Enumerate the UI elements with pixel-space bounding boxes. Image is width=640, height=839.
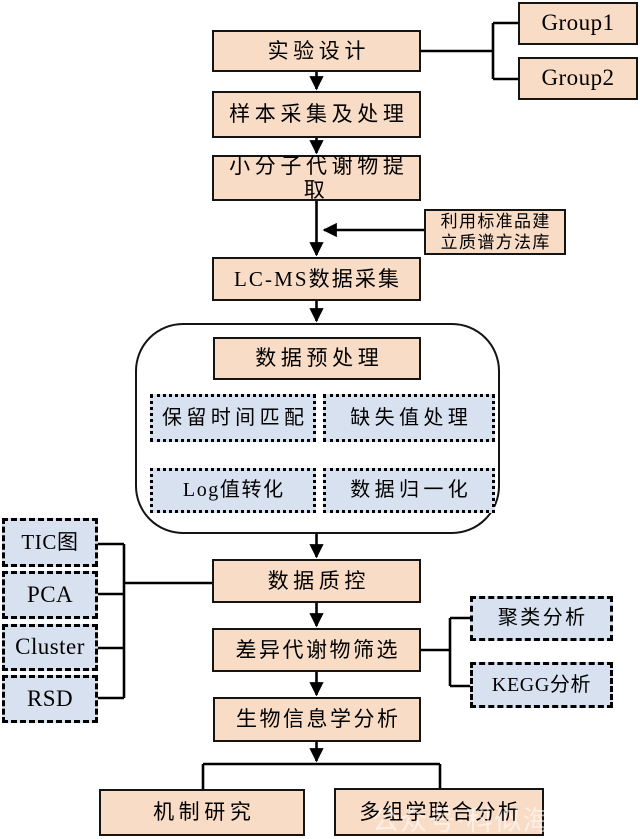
node-data-preprocessing: 数据预处理 [213,337,421,380]
node-metabolite-extraction: 小分子代谢物提取 [212,154,421,202]
node-standards-note: 利用标准品建 立质谱方法库 [424,209,566,255]
standards-note-line1: 利用标准品建 [440,211,551,231]
node-cluster-analysis: 聚类分析 [470,596,613,641]
analysis-bracket-lines [421,616,470,688]
node-group1: Group1 [518,2,638,45]
node-log-transform: Log值转化 [150,468,316,513]
node-normalization: 数据归一化 [323,468,495,513]
node-missing-values: 缺失值处理 [323,394,495,442]
node-rt-matching: 保留时间匹配 [150,394,316,442]
node-group2: Group2 [518,57,638,100]
node-lcms-acquisition: LC-MS数据采集 [212,257,421,301]
node-bioinformatics-analysis: 生物信息学分析 [213,697,421,742]
qc-bracket-lines [98,542,212,700]
node-pca: PCA [2,571,98,619]
main-flow-arrows [309,72,425,763]
outcome-split-lines [201,762,442,789]
node-cluster: Cluster [2,624,98,671]
node-multiomics-analysis: 多组学联合分析 [334,788,544,836]
node-tic-plot: TIC图 [2,518,98,567]
node-diff-metabolite-screening: 差异代谢物筛选 [212,628,421,672]
standards-note-line2: 立质谱方法库 [440,233,551,252]
node-experiment-design: 实验设计 [212,30,421,72]
node-sample-collection: 样本采集及处理 [212,91,421,138]
node-rsd: RSD [2,675,98,723]
node-mechanism-research: 机制研究 [99,789,305,836]
group-bracket-lines [421,21,518,81]
node-kegg-analysis: KEGG分析 [470,662,613,708]
node-data-qc: 数据质控 [212,559,421,603]
